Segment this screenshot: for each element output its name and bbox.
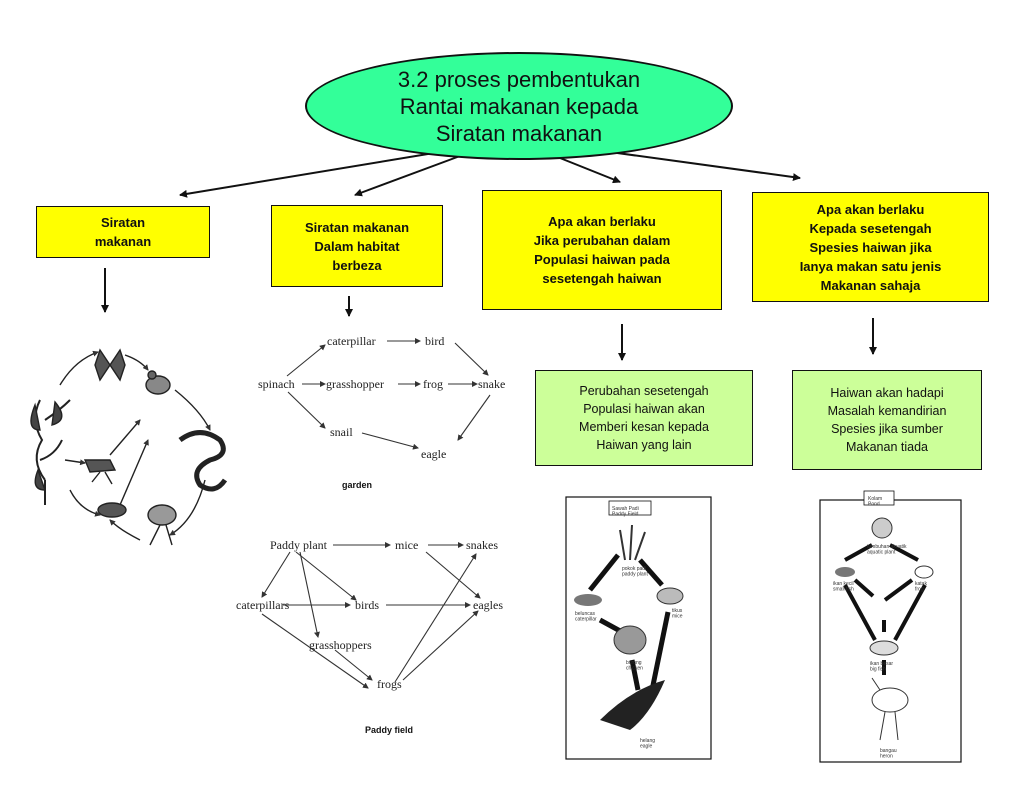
- cycle-arrow: [59, 350, 99, 386]
- down-arrows: [101, 268, 877, 361]
- chicken-icon: [613, 625, 647, 655]
- cycle-arrow: [109, 519, 141, 541]
- cycle-arrow: [69, 489, 101, 517]
- title-connectors: [179, 151, 801, 198]
- garden-node-caterpillar: caterpillar: [327, 334, 376, 348]
- box-kesan: Perubahan sesetengah Populasi haiwan aka…: [535, 370, 753, 466]
- mouse-icon: [656, 587, 684, 605]
- paddy-food-web: [261, 542, 481, 689]
- paddy-node-mice: mice: [395, 538, 418, 552]
- heron-icon: [871, 677, 909, 741]
- garden-caption: garden: [342, 480, 372, 490]
- arrow-to-satu-jenis: [609, 151, 801, 182]
- web-edge: [361, 432, 419, 450]
- arrow-to-siratan: [179, 151, 441, 198]
- food-cycle-illustration: [30, 348, 228, 546]
- paddy-node-grasshoppers: grasshoppers: [309, 638, 372, 652]
- diagram-title: 3.2 proses pembentukan Rantai makanan ke…: [397, 66, 641, 146]
- frog-icon: [914, 565, 934, 579]
- rice-plant-icon: [619, 524, 646, 561]
- paddy-node-paddy-plant: Paddy plant: [270, 538, 328, 552]
- snake-icon: [178, 430, 228, 492]
- web-edge: [454, 342, 489, 376]
- cycle-arrow: [64, 459, 86, 466]
- web-edge: [286, 344, 326, 377]
- plant-icon: [30, 399, 71, 505]
- garden-node-bird: bird: [425, 334, 444, 348]
- bird-icon: [147, 504, 177, 546]
- paddy-caption: Paddy field: [365, 725, 413, 735]
- paddy-node-caterpillars: caterpillars: [236, 598, 290, 612]
- grasshopper-icon: [83, 459, 117, 485]
- box-satu-jenis: Apa akan berlaku Kepada sesetengah Spesi…: [752, 192, 989, 302]
- box-perubahan: Apa akan berlaku Jika perubahan dalam Po…: [482, 190, 722, 310]
- box-habitat: Siratan makanan Dalam habitat berbeza: [271, 205, 443, 287]
- paddy-node-frogs: frogs: [377, 677, 402, 691]
- garden-node-grasshopper: grasshopper: [326, 377, 384, 391]
- aquatic-plant-icon: [871, 517, 893, 539]
- garden-node-snake: snake: [478, 377, 505, 391]
- web-edge: [334, 649, 373, 681]
- web-edge: [425, 551, 481, 599]
- eagle-icon: [600, 680, 665, 730]
- frog-icon: [145, 370, 171, 395]
- paddy-node-snakes: snakes: [466, 538, 498, 552]
- cycle-arrow: [174, 389, 211, 431]
- garden-food-web: [286, 338, 491, 450]
- web-edge: [402, 610, 479, 681]
- snail-icon: [97, 502, 127, 518]
- butterfly-icon: [94, 348, 126, 382]
- caterpillar-icon: [574, 594, 602, 606]
- small-fish-icon: [835, 567, 855, 577]
- garden-node-frog: frog: [423, 377, 443, 391]
- web-edge: [261, 613, 369, 689]
- garden-node-snail: snail: [330, 425, 353, 439]
- paddy-node-eagles: eagles: [473, 598, 503, 612]
- garden-node-spinach: spinach: [258, 377, 295, 391]
- paddy-node-birds: birds: [355, 598, 379, 612]
- cycle-arrow: [124, 354, 149, 371]
- web-edge: [287, 391, 326, 429]
- arrow-to-habitat: [354, 155, 461, 197]
- box-kemandirian: Haiwan akan hadapi Masalah kemandirian S…: [792, 370, 982, 470]
- web-edge: [261, 551, 291, 598]
- box-siratan-makanan: Siratan makanan: [36, 206, 210, 258]
- web-edge: [394, 553, 477, 683]
- cycle-arrow: [109, 419, 141, 456]
- big-fish-icon: [869, 640, 899, 656]
- web-edge: [457, 394, 491, 441]
- web-edge: [295, 551, 357, 601]
- cycle-arrow: [169, 479, 206, 536]
- garden-node-eagle: eagle: [421, 447, 446, 461]
- title-ellipse: 3.2 proses pembentukan Rantai makanan ke…: [305, 52, 733, 160]
- cycle-arrow: [119, 439, 149, 506]
- web-edge: [299, 551, 320, 638]
- arrow-to-perubahan: [554, 155, 621, 184]
